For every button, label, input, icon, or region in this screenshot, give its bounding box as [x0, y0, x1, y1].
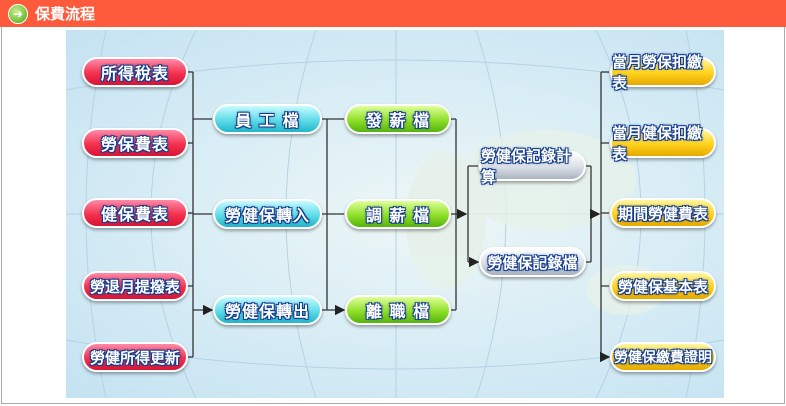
income-tax-table-button[interactable]: 所得稅表 [82, 57, 188, 87]
monthly-health-deduction-button[interactable]: 當月健保扣繳表 [610, 124, 716, 163]
resignation-file-button[interactable]: 離 職 檔 [345, 295, 451, 325]
insurance-record-file-button[interactable]: 勞健保記錄檔 [479, 247, 586, 277]
insurance-transfer-out-button[interactable]: 勞健保轉出 [213, 295, 322, 325]
payroll-file-button[interactable]: 發 薪 檔 [345, 104, 451, 134]
pension-contribution-table-button[interactable]: 勞退月提撥表 [82, 271, 188, 301]
insurance-basic-table-button[interactable]: 勞健保基本表 [610, 271, 716, 301]
salary-adjustment-file-button[interactable]: 調 薪 檔 [345, 199, 451, 229]
page-title: 保費流程 [35, 5, 96, 23]
insurance-transfer-in-button[interactable]: 勞健保轉入 [213, 199, 322, 229]
health-insurance-fee-table-button[interactable]: 健保費表 [82, 198, 188, 228]
insurance-payment-proof-button[interactable]: 勞健保繳費證明 [610, 342, 716, 372]
insurance-record-calc-button[interactable]: 勞健保記錄計算 [479, 147, 586, 186]
arrow-right-circle-icon: ➜ [8, 3, 28, 24]
content-frame [1, 27, 785, 404]
period-insurance-fee-button[interactable]: 期間勞健費表 [610, 198, 716, 228]
employee-file-button[interactable]: 員 工 檔 [213, 104, 322, 134]
income-update-button[interactable]: 勞健所得更新 [82, 342, 188, 372]
header-bar: ➜ 保費流程 [0, 0, 786, 27]
labor-insurance-fee-table-button[interactable]: 勞保費表 [82, 128, 188, 158]
monthly-labor-deduction-button[interactable]: 當月勞保扣繳表 [610, 53, 716, 92]
